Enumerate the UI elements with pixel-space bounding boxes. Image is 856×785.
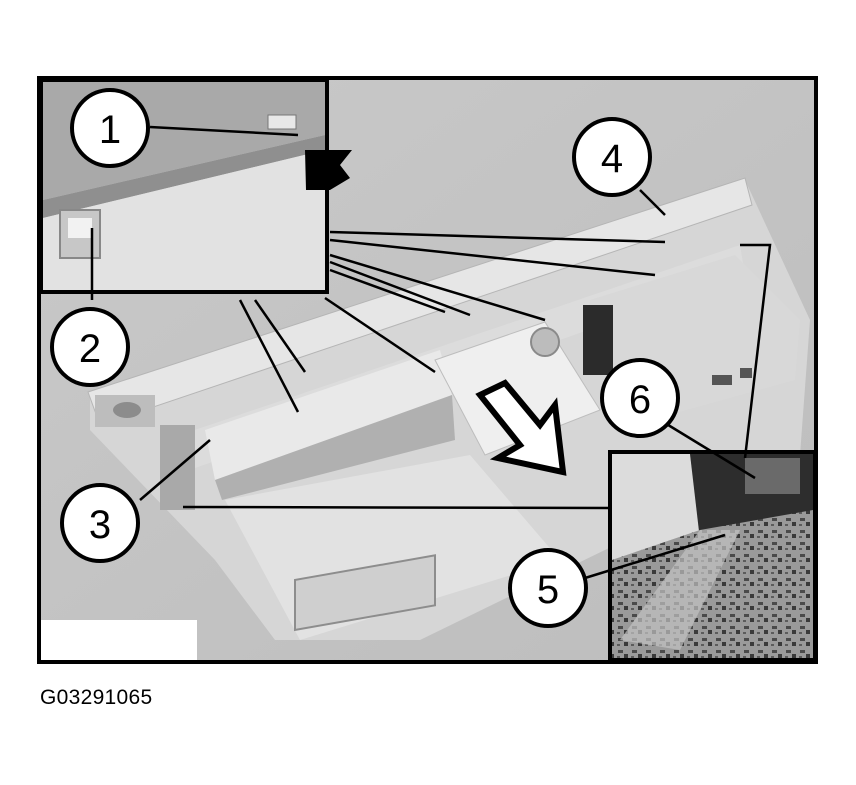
callout-4-label: 4 [601,137,623,181]
callout-3: 3 [60,483,140,563]
main-photo [37,76,818,664]
mounting-hole [530,327,560,357]
figure-code: G03291065 [40,686,153,709]
callout-1: 1 [70,88,150,168]
trim-panel-front-face [205,350,452,480]
callout-6-label: 6 [629,378,651,422]
callout-1-label: 1 [99,108,121,152]
pointer-arrow [305,150,352,190]
callout-5: 5 [508,548,588,628]
bracket-hole [113,402,141,418]
inset-detail-bottom-right [608,450,817,662]
removal-direction-arrow [475,379,567,476]
trim-panel-dark-face [215,395,455,500]
callout-4: 4 [572,117,652,197]
callout-3-label: 3 [89,503,111,547]
callout-6: 6 [600,358,680,438]
callout-5-label: 5 [537,568,559,612]
leader-lines [90,125,772,580]
clip-right-small-2 [740,368,752,378]
clip-right-small [712,375,732,385]
tray-slot [294,554,436,632]
callout-2: 2 [50,307,130,387]
catch [267,114,297,130]
blank-label-area [41,620,197,660]
connector-dark [583,305,613,375]
callout-2-label: 2 [79,327,101,371]
